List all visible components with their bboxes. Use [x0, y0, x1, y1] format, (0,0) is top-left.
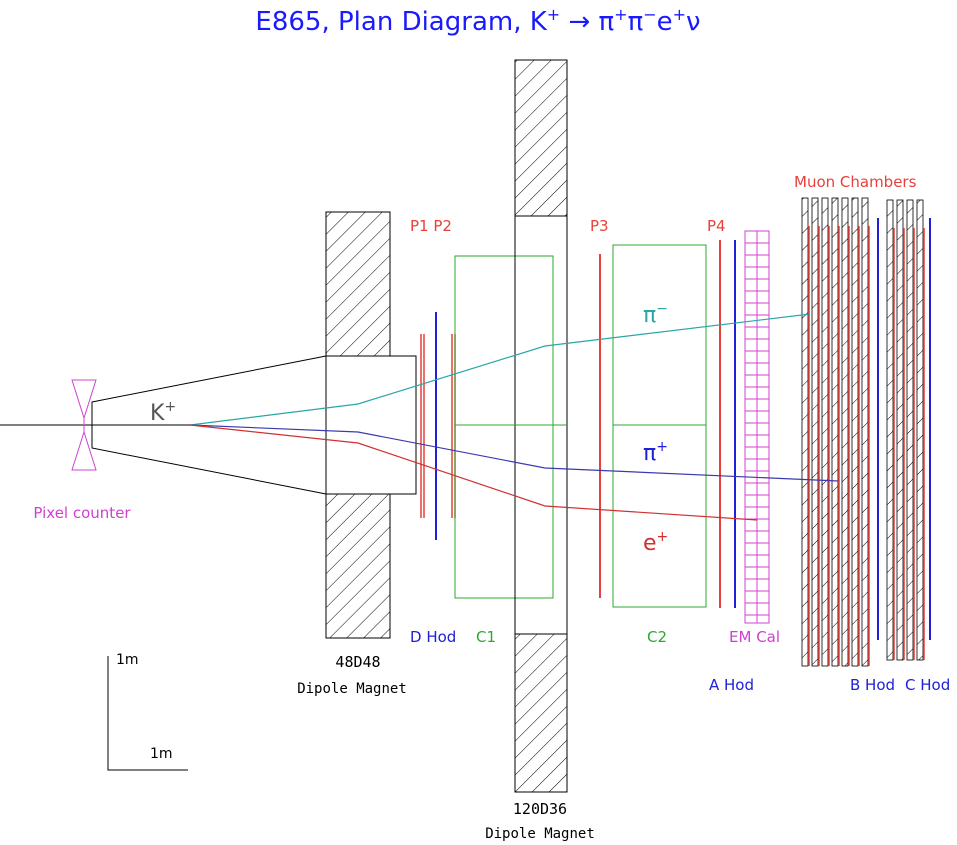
- d-hod-label: D Hod: [410, 628, 456, 646]
- muon-plate: [811, 197, 820, 667]
- muon-plate: [896, 199, 905, 661]
- scale-vertical-label: 1m: [116, 652, 139, 668]
- p1-chamber: [420, 334, 425, 518]
- em-calorimeter: [744, 230, 770, 624]
- p1p2-label: P1 P2: [410, 217, 452, 235]
- c2-cerenkov: [612, 244, 707, 608]
- a-hod-label: A Hod: [709, 676, 754, 694]
- c1-cerenkov: [454, 255, 554, 599]
- scale-bar: [107, 656, 188, 771]
- pixel-counter: [71, 379, 97, 471]
- magnet2-type: Dipole Magnet: [485, 826, 595, 842]
- p3-label: P3: [590, 217, 609, 235]
- c-hod-label: C Hod: [905, 676, 950, 694]
- muon-plate: [801, 197, 810, 667]
- scale-horizontal-label: 1m: [150, 746, 173, 762]
- track-pi-minus: [189, 313, 811, 426]
- track-pi-plus: [189, 424, 839, 482]
- track-e-plus: [189, 424, 758, 521]
- magnet-120d36: [514, 59, 568, 793]
- magnet-48d48: [325, 211, 417, 639]
- pi-plus-label: π+: [643, 439, 668, 466]
- kplus-label: K+: [150, 399, 176, 426]
- e-plus-label: e+: [643, 529, 668, 556]
- magnet1-type: Dipole Magnet: [297, 681, 407, 697]
- muon-plate: [851, 197, 860, 667]
- magnet2-name: 120D36: [513, 800, 567, 818]
- muon-plate: [831, 197, 840, 667]
- magnet1-name: 48D48: [335, 653, 380, 671]
- muon-plate: [916, 199, 925, 661]
- muon-plate: [841, 197, 850, 667]
- diagram-title: E865, Plan Diagram, K+ → π+π−e+ν: [255, 5, 700, 37]
- p4-label: P4: [707, 217, 726, 235]
- pixel-counter-label: Pixel counter: [33, 504, 131, 522]
- c1-label: C1: [476, 628, 496, 646]
- muon-system: [801, 197, 931, 667]
- muon-plate: [906, 199, 915, 661]
- muon-plate: [821, 197, 830, 667]
- pi-minus-label: π−: [643, 301, 668, 328]
- muon-chambers-label: Muon Chambers: [794, 173, 917, 191]
- b-hod-label: B Hod: [850, 676, 895, 694]
- muon-plate: [886, 199, 895, 661]
- muon-plate: [861, 197, 870, 667]
- c2-label: C2: [647, 628, 667, 646]
- em-cal-label: EM Cal: [729, 628, 780, 646]
